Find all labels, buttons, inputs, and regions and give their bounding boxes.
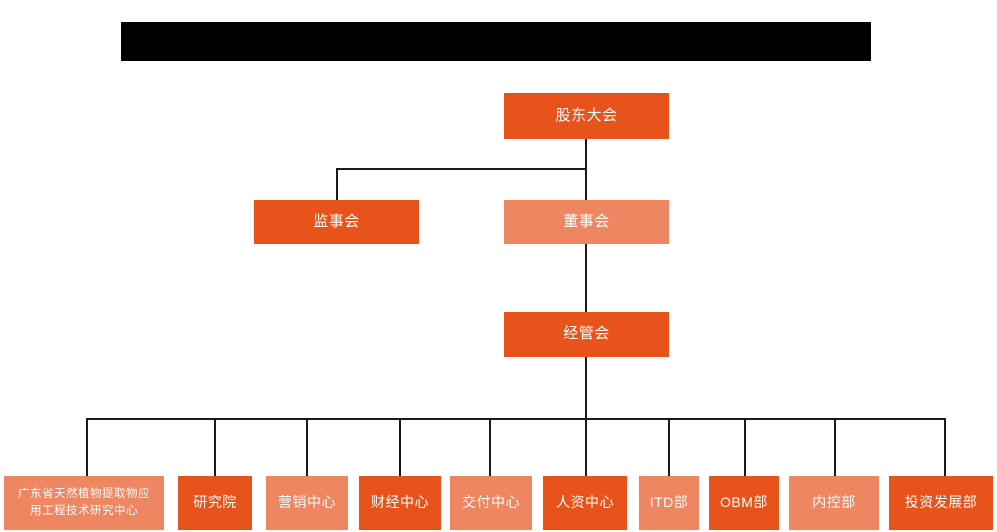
node-marketing[interactable]: 营销中心 bbox=[266, 476, 348, 530]
connector-drop-finance bbox=[399, 418, 401, 476]
node-label: 交付中心 bbox=[462, 494, 520, 511]
node-delivery[interactable]: 交付中心 bbox=[450, 476, 532, 530]
node-label: 投资发展部 bbox=[904, 494, 978, 511]
node-label: 人资中心 bbox=[556, 494, 614, 511]
node-label: ITD部 bbox=[649, 494, 689, 511]
connector-drop-itd bbox=[668, 418, 670, 476]
connector-management-down bbox=[585, 357, 587, 419]
connector-leaf-bus bbox=[86, 418, 945, 420]
node-label: 经管会 bbox=[563, 325, 610, 343]
node-obm[interactable]: OBM部 bbox=[709, 476, 779, 530]
node-finance[interactable]: 财经中心 bbox=[359, 476, 441, 530]
node-label: 营销中心 bbox=[278, 494, 336, 511]
node-investment[interactable]: 投资发展部 bbox=[889, 476, 993, 530]
node-label: 内控部 bbox=[812, 494, 856, 511]
connector-drop-marketing bbox=[306, 418, 308, 476]
node-label: 董事会 bbox=[563, 212, 610, 230]
connector-drop-investment bbox=[944, 418, 946, 476]
node-label: 股东大会 bbox=[555, 106, 618, 124]
connector-drop-hr bbox=[585, 418, 587, 476]
node-internal-control[interactable]: 内控部 bbox=[789, 476, 879, 530]
node-label: 研究院 bbox=[193, 494, 237, 511]
connector-shareholders-down bbox=[585, 139, 587, 169]
connector-drop-obm bbox=[744, 418, 746, 476]
node-itd[interactable]: ITD部 bbox=[639, 476, 699, 530]
node-label: 广东省天然植物提取物应 用工程技术研究中心 bbox=[18, 488, 150, 517]
connector-to-supervisory bbox=[336, 168, 338, 201]
connector-board-to-management bbox=[585, 243, 587, 312]
node-supervisory[interactable]: 监事会 bbox=[254, 200, 419, 244]
node-hr[interactable]: 人资中心 bbox=[543, 476, 627, 530]
connector-to-board bbox=[585, 168, 587, 201]
node-research-center[interactable]: 广东省天然植物提取物应 用工程技术研究中心 bbox=[4, 476, 164, 530]
node-label: OBM部 bbox=[720, 494, 768, 511]
redacted-title-bar bbox=[121, 22, 871, 61]
node-board[interactable]: 董事会 bbox=[504, 200, 669, 244]
connector-drop-delivery bbox=[489, 418, 491, 476]
connector-drop-institute bbox=[214, 418, 216, 476]
node-institute[interactable]: 研究院 bbox=[178, 476, 252, 530]
node-label: 监事会 bbox=[313, 212, 360, 230]
node-management[interactable]: 经管会 bbox=[504, 312, 669, 357]
connector-level2-bus bbox=[336, 168, 587, 170]
connector-drop-research-center bbox=[86, 418, 88, 476]
node-label: 财经中心 bbox=[371, 494, 429, 511]
connector-drop-internal-control bbox=[834, 418, 836, 476]
node-shareholders[interactable]: 股东大会 bbox=[504, 93, 669, 139]
